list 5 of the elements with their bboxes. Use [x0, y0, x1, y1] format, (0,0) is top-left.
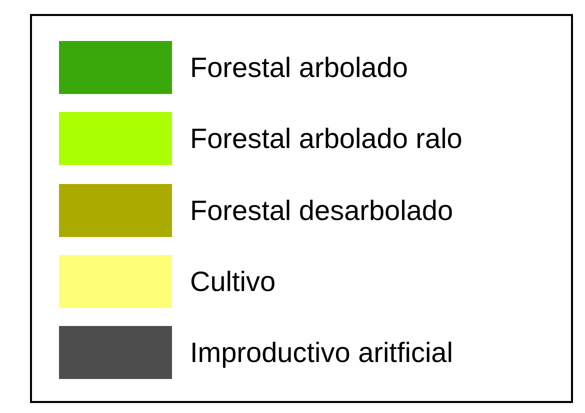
legend-label: Forestal arbolado — [190, 51, 408, 85]
legend-label: Improductivo aritficial — [190, 336, 453, 370]
legend-label: Forestal arbolado ralo — [190, 122, 462, 156]
legend-label: Cultivo — [190, 265, 276, 299]
legend-label: Forestal desarbolado — [190, 194, 454, 228]
